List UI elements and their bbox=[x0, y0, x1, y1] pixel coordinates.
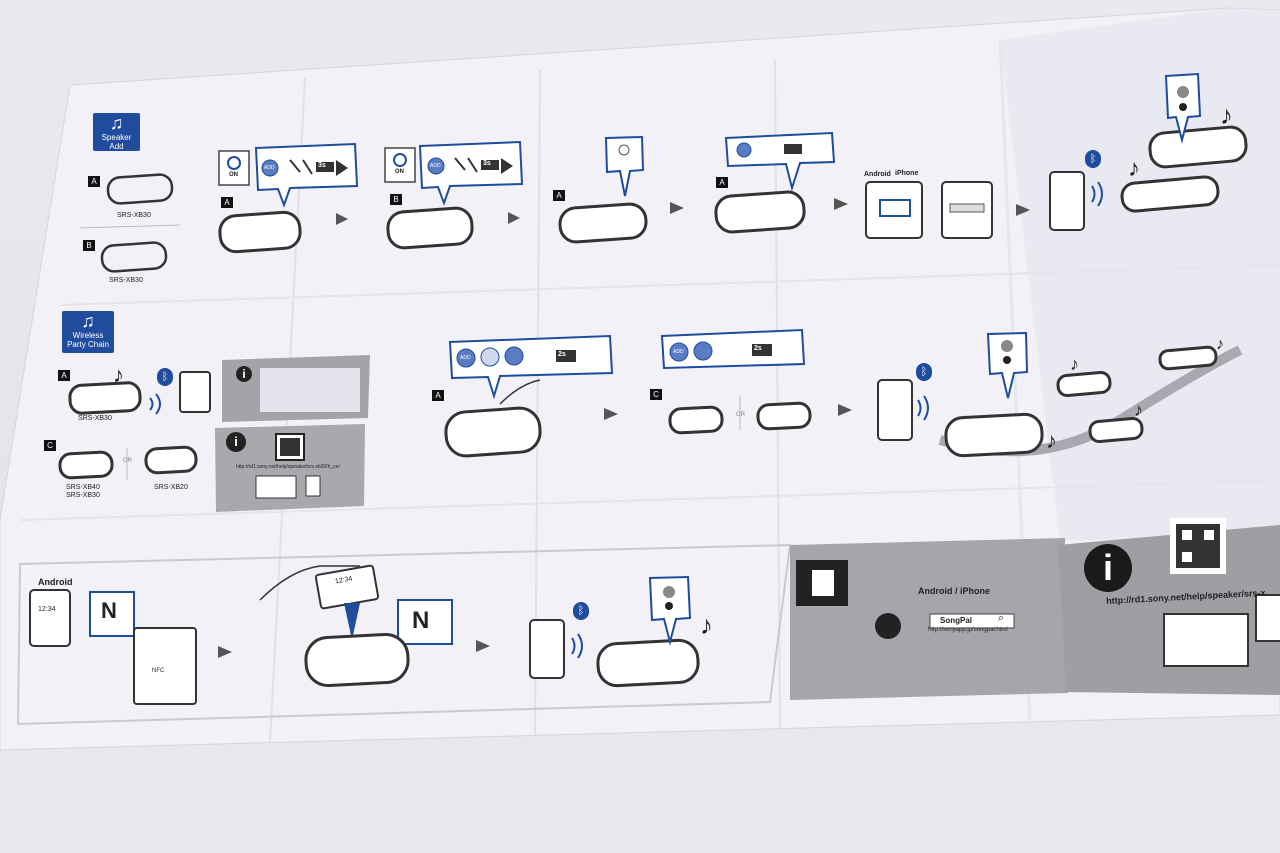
add-label: ADD bbox=[673, 349, 684, 355]
bluetooth-icon: ᛒ bbox=[573, 602, 589, 620]
help-url-small: http://rd1.sony.net/help/speaker/srs-xb3… bbox=[236, 464, 340, 470]
timer-2s: 2s bbox=[754, 345, 762, 352]
bluetooth-icon: ᛒ bbox=[916, 363, 932, 381]
speaker-add-title-1: Speaker bbox=[101, 133, 132, 142]
timer-3s: 3s bbox=[483, 160, 491, 167]
timer-2s: 2s bbox=[558, 351, 566, 358]
party-chain-row bbox=[58, 328, 1243, 512]
music-note-icon: ♪ bbox=[1220, 100, 1233, 130]
android-label: Android bbox=[38, 577, 73, 587]
party-chain-badge: ♫ Wireless Party Chain bbox=[62, 311, 114, 353]
label-c: C bbox=[44, 440, 56, 451]
info-icon: i bbox=[1102, 547, 1113, 588]
label-b: B bbox=[390, 194, 402, 205]
songpal-search-text: SongPal bbox=[940, 616, 973, 625]
add-label: ADD bbox=[430, 163, 441, 169]
music-note-icon: ♫ bbox=[81, 311, 95, 331]
music-note-icon: ♪ bbox=[1216, 336, 1224, 353]
bluetooth-icon: ᛒ bbox=[157, 368, 173, 386]
model-xb20: SRS-XB20 bbox=[154, 484, 188, 491]
label-c: C bbox=[650, 389, 662, 400]
iphone-label: iPhone bbox=[895, 170, 919, 177]
on-label: ON bbox=[229, 172, 238, 178]
label-a: A bbox=[88, 176, 100, 187]
label-a: A bbox=[553, 190, 565, 201]
music-note-icon: ♪ bbox=[700, 610, 713, 640]
model-xb30: SRS-XB30 bbox=[66, 492, 100, 499]
party-chain-title-2: Party bbox=[67, 340, 86, 349]
nfc-label: NFC bbox=[152, 668, 165, 674]
nfc-row bbox=[16, 518, 1280, 726]
nfc-mark-icon: N bbox=[101, 598, 117, 623]
party-chain-title-3: Chain bbox=[88, 340, 109, 349]
party-chain-title-1: Wireless bbox=[72, 331, 104, 340]
speaker-add-title-2: Add bbox=[109, 142, 124, 151]
model-xb30: SRS-XB30 bbox=[78, 415, 112, 422]
on-label: ON bbox=[395, 169, 404, 175]
music-note-icon: ♫ bbox=[109, 113, 124, 133]
android-iphone-label: Android / iPhone bbox=[918, 586, 990, 596]
music-note-icon: ♪ bbox=[1046, 428, 1057, 453]
music-note-icon: ♪ bbox=[1134, 400, 1143, 420]
label-a: A bbox=[432, 390, 444, 401]
music-note-icon: ♪ bbox=[1128, 155, 1140, 182]
label-a: A bbox=[716, 177, 728, 188]
model-xb30: SRS-XB30 bbox=[109, 277, 143, 284]
info-icon: i bbox=[236, 366, 252, 382]
songpal-url: http://sonyapp.jp/songpal.html bbox=[928, 627, 1008, 633]
music-note-icon: ♪ bbox=[113, 362, 124, 387]
model-xb30: SRS-XB30 bbox=[117, 212, 151, 219]
model-xb40: SRS-XB40 bbox=[66, 484, 100, 491]
add-label: ADD bbox=[460, 355, 471, 361]
android-label: Android bbox=[864, 171, 891, 178]
label-a: A bbox=[221, 197, 233, 208]
label-b: B bbox=[83, 240, 95, 251]
bluetooth-icon: ᛒ bbox=[1085, 150, 1101, 168]
info-icon: i bbox=[227, 433, 245, 451]
nfc-mark-icon: N bbox=[412, 607, 430, 634]
or-label: OR bbox=[736, 412, 745, 418]
search-icon: ⌕ bbox=[998, 612, 1005, 624]
speaker-add-badge: ♫ Speaker Add bbox=[93, 113, 140, 151]
speaker-add-row bbox=[79, 72, 1248, 273]
or-label: OR bbox=[123, 458, 132, 464]
label-a: A bbox=[58, 370, 70, 381]
add-label: ADD bbox=[264, 165, 275, 171]
phone-time: 12:34 bbox=[38, 606, 56, 613]
music-note-icon: ♪ bbox=[1070, 354, 1079, 374]
timer-3s: 3s bbox=[318, 162, 326, 169]
